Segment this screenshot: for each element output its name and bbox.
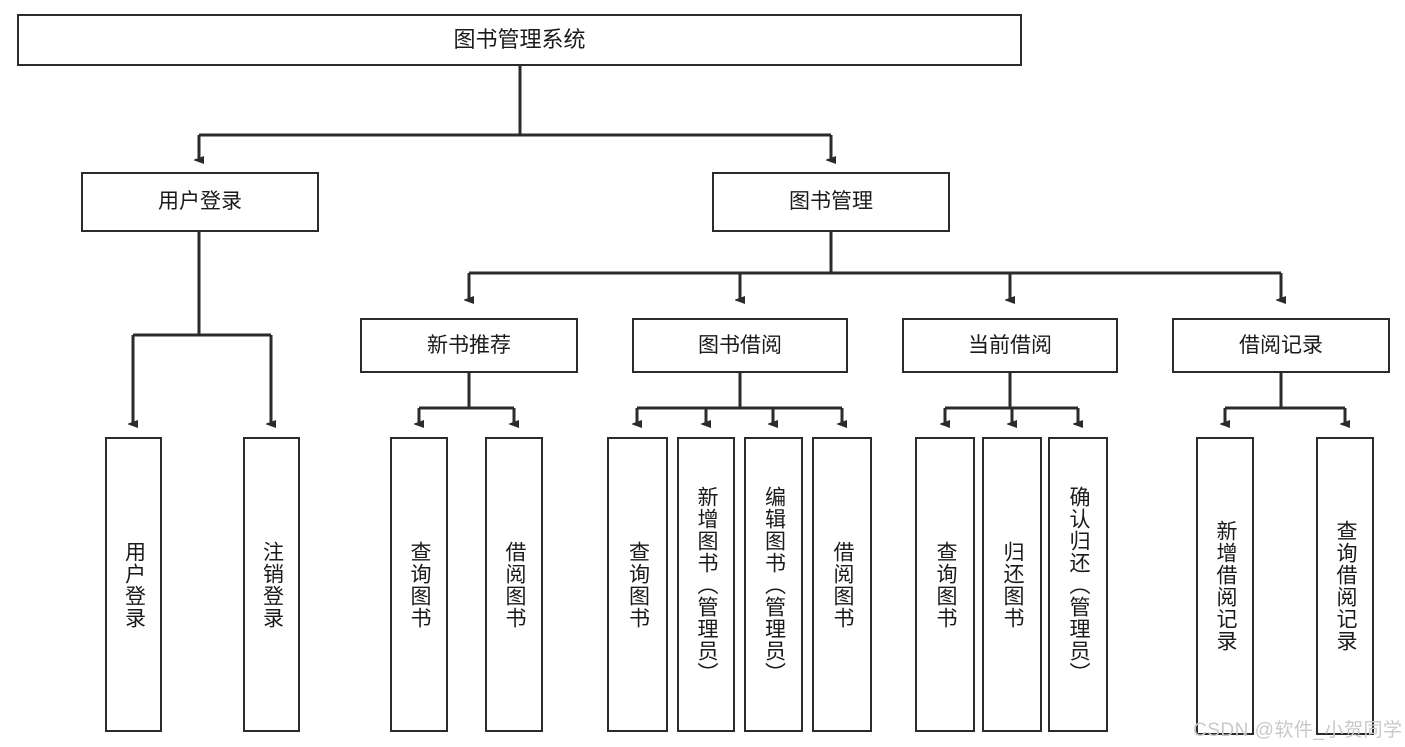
leaf-label: 借阅图书 xyxy=(831,540,855,629)
node-book-borrow-label: 图书借阅 xyxy=(698,333,782,357)
leaf-borrow-record-query[interactable]: 查询借阅记录 xyxy=(1316,437,1374,735)
leaf-current-borrow-return[interactable]: 归还图书 xyxy=(982,437,1042,732)
leaf-label: 归还图书 xyxy=(1001,540,1025,629)
leaf-label: 新增借阅记录 xyxy=(1214,520,1238,652)
leaf-label: 注销登录 xyxy=(260,540,284,629)
leaf-current-borrow-confirm-return[interactable]: 确认归还（管理员） xyxy=(1048,437,1108,732)
watermark: CSDN @软件_小贺同学 xyxy=(1193,720,1403,741)
leaf-current-borrow-query[interactable]: 查询图书 xyxy=(915,437,975,732)
leaf-user-login-login[interactable]: 用户登录 xyxy=(105,437,162,732)
leaf-book-borrow-edit[interactable]: 编辑图书（管理员） xyxy=(744,437,803,732)
leaf-new-book-borrow[interactable]: 借阅图书 xyxy=(485,437,543,732)
node-book-management[interactable]: 图书管理 xyxy=(712,172,950,232)
leaf-label: 查询借阅记录 xyxy=(1334,520,1358,652)
node-root-label: 图书管理系统 xyxy=(453,26,586,52)
node-new-book-recommend[interactable]: 新书推荐 xyxy=(360,318,578,373)
leaf-label: 查询图书 xyxy=(408,540,432,629)
leaf-label: 新增图书（管理员） xyxy=(695,485,719,684)
leaf-label: 用户登录 xyxy=(122,540,146,629)
leaf-book-borrow-add[interactable]: 新增图书（管理员） xyxy=(677,437,735,732)
leaf-book-borrow-borrow[interactable]: 借阅图书 xyxy=(812,437,872,732)
node-book-management-label: 图书管理 xyxy=(789,190,873,214)
leaf-label: 查询图书 xyxy=(626,540,650,629)
leaf-new-book-query[interactable]: 查询图书 xyxy=(390,437,448,732)
node-user-login[interactable]: 用户登录 xyxy=(81,172,319,232)
node-current-borrow[interactable]: 当前借阅 xyxy=(902,318,1118,373)
leaf-borrow-record-add[interactable]: 新增借阅记录 xyxy=(1196,437,1254,735)
node-borrow-record[interactable]: 借阅记录 xyxy=(1172,318,1390,373)
leaf-label: 借阅图书 xyxy=(503,540,527,629)
leaf-label: 查询图书 xyxy=(934,540,958,629)
node-new-book-recommend-label: 新书推荐 xyxy=(427,333,511,357)
node-borrow-record-label: 借阅记录 xyxy=(1239,333,1323,357)
leaf-label: 编辑图书（管理员） xyxy=(762,485,786,684)
leaf-label: 确认归还（管理员） xyxy=(1067,485,1091,684)
node-root[interactable]: 图书管理系统 xyxy=(17,14,1022,66)
leaf-book-borrow-query[interactable]: 查询图书 xyxy=(607,437,668,732)
leaf-user-login-logout[interactable]: 注销登录 xyxy=(243,437,300,732)
node-current-borrow-label: 当前借阅 xyxy=(968,333,1052,357)
node-user-login-label: 用户登录 xyxy=(158,190,242,214)
node-book-borrow[interactable]: 图书借阅 xyxy=(632,318,848,373)
